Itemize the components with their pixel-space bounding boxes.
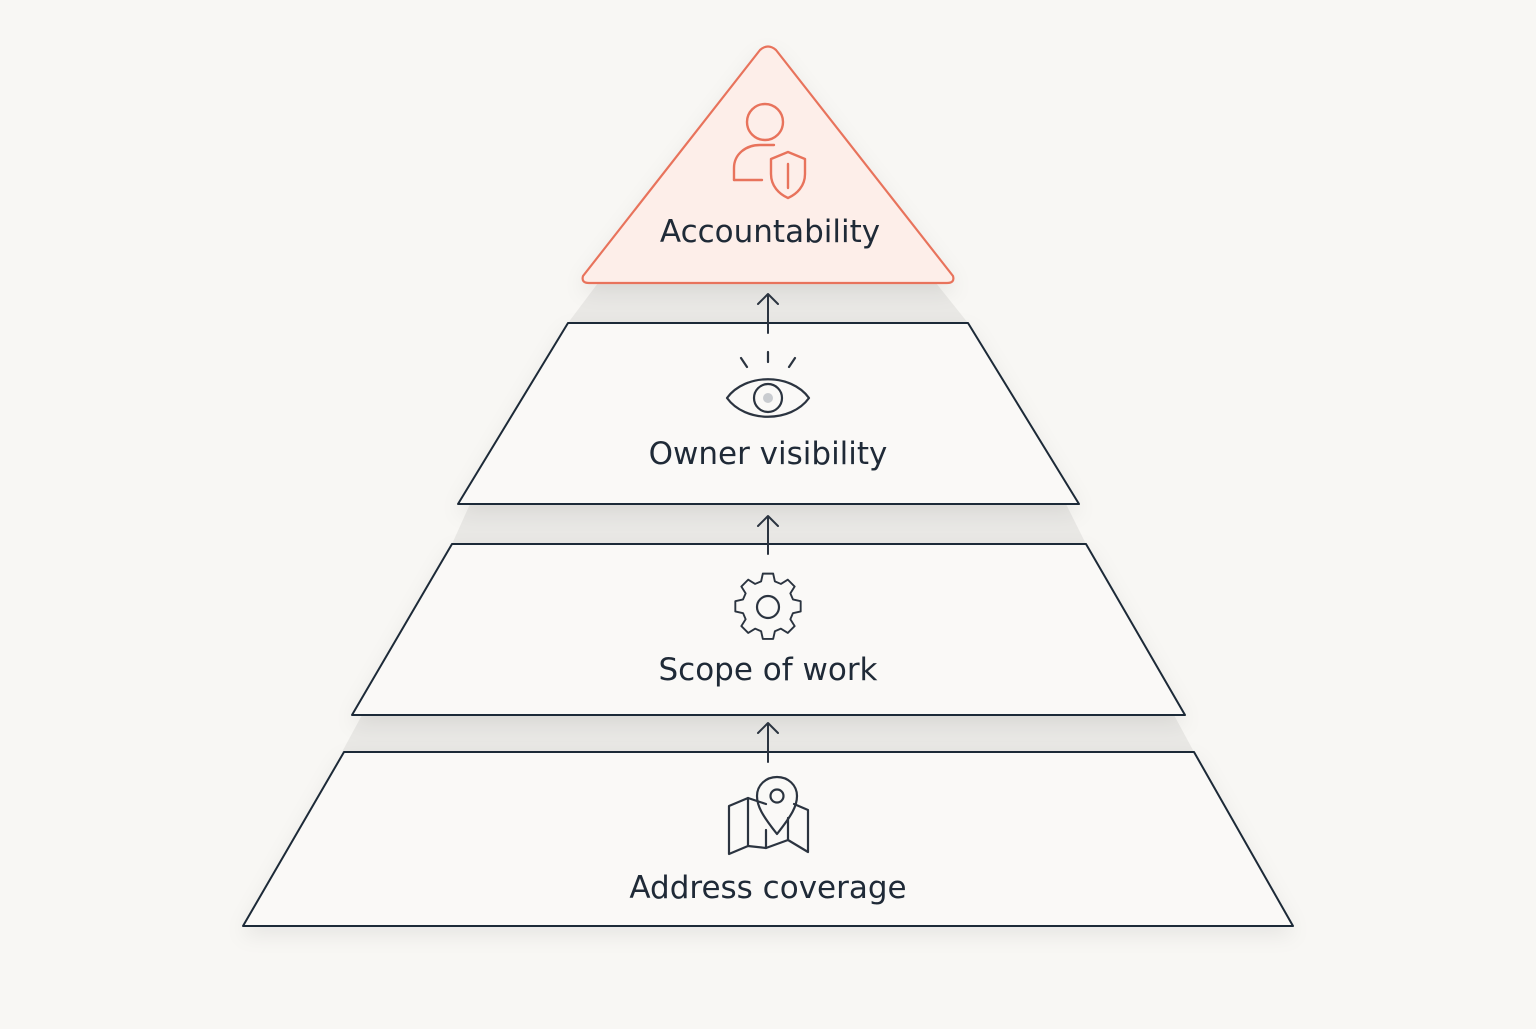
arrow-up-icon xyxy=(757,515,779,555)
tier-accountability: Accountability xyxy=(581,45,955,285)
tier-accountability-label: Accountability xyxy=(660,214,880,250)
tier-address-coverage-label: Address coverage xyxy=(629,870,906,906)
tier-scope-of-work-shape xyxy=(351,543,1186,716)
tier-scope-of-work-label: Scope of work xyxy=(658,652,877,688)
tier-accountability-shape xyxy=(581,45,955,285)
eye-icon xyxy=(725,350,811,418)
tier-address-coverage: Address coverage xyxy=(242,751,1294,927)
map-pin-icon xyxy=(727,775,810,856)
person-shield-icon xyxy=(732,102,807,200)
tier-owner-visibility-label: Owner visibility xyxy=(649,436,888,472)
arrow-up-icon xyxy=(757,293,779,334)
gear-icon xyxy=(734,572,802,640)
tier-owner-visibility: Owner visibility xyxy=(457,322,1080,505)
tier-address-coverage-shape xyxy=(242,751,1294,927)
tier-owner-visibility-shape xyxy=(457,322,1080,505)
tier-scope-of-work: Scope of work xyxy=(351,543,1186,716)
arrow-up-icon xyxy=(757,722,779,763)
